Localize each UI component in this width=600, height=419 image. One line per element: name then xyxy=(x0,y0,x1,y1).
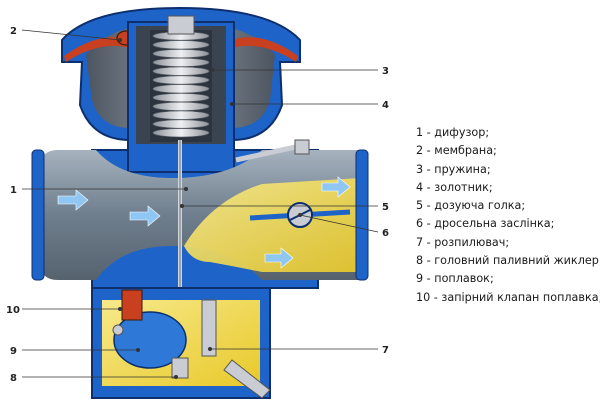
legend-item-10: 10 - запірний клапан поплавка; xyxy=(416,290,600,304)
throttle-rod xyxy=(235,143,301,163)
spring xyxy=(150,15,212,142)
spring-coil xyxy=(152,110,210,120)
legend-item-9: 9 - поплавок; xyxy=(416,272,494,286)
leader-lines xyxy=(21,29,379,379)
spring-coil xyxy=(152,84,210,94)
callout-1: 1 xyxy=(10,185,17,196)
callout-5: 5 xyxy=(382,202,389,213)
spring-coil xyxy=(152,66,210,76)
legend-item-7: 7 - розпилювач; xyxy=(416,235,510,249)
drain-fitting xyxy=(223,359,271,399)
spring-coil xyxy=(152,75,210,85)
legend-item-5: 5 - дозуюча голка; xyxy=(416,199,526,213)
outlet-flange xyxy=(355,149,369,281)
membrane xyxy=(64,37,130,62)
callout-7: 7 xyxy=(382,345,389,356)
throttle-rod-tip xyxy=(294,139,310,155)
callout-6: 6 xyxy=(382,228,389,239)
callout-9: 9 xyxy=(10,346,17,357)
legend-item-4: 4 - золотник; xyxy=(416,180,493,194)
main-jet xyxy=(171,357,189,379)
legend-item-3: 3 - пружина; xyxy=(416,162,491,176)
spring-coil xyxy=(152,93,210,103)
spring-coil xyxy=(152,128,210,138)
legend-item-2: 2 - мембрана; xyxy=(416,144,497,158)
callout-3: 3 xyxy=(382,66,389,77)
spring-coil xyxy=(152,119,210,129)
mixture-flow xyxy=(184,178,360,272)
membrane-right xyxy=(232,37,298,62)
legend-item-1: 1 - дифузор; xyxy=(416,126,490,139)
callout-2: 2 xyxy=(10,26,17,37)
spring-coil xyxy=(152,40,210,50)
float xyxy=(113,311,187,369)
atomizer xyxy=(201,299,217,357)
legend: 1 - дифузор; 2 - мембрана; 3 - пружина; … xyxy=(416,124,600,307)
flow-arrows xyxy=(57,176,351,269)
float-valve xyxy=(112,289,143,336)
callout-8: 8 xyxy=(10,373,17,384)
spring-coil xyxy=(152,49,210,59)
spring-coil xyxy=(152,101,210,111)
legend-item-6: 6 - дросельна заслінка; xyxy=(416,217,555,231)
callout-10: 10 xyxy=(6,305,20,316)
spring-coil xyxy=(152,57,210,67)
legend-item-8: 8 - головний паливний жиклер; xyxy=(416,254,600,268)
callout-4: 4 xyxy=(382,100,389,111)
inlet-flange xyxy=(31,149,45,281)
